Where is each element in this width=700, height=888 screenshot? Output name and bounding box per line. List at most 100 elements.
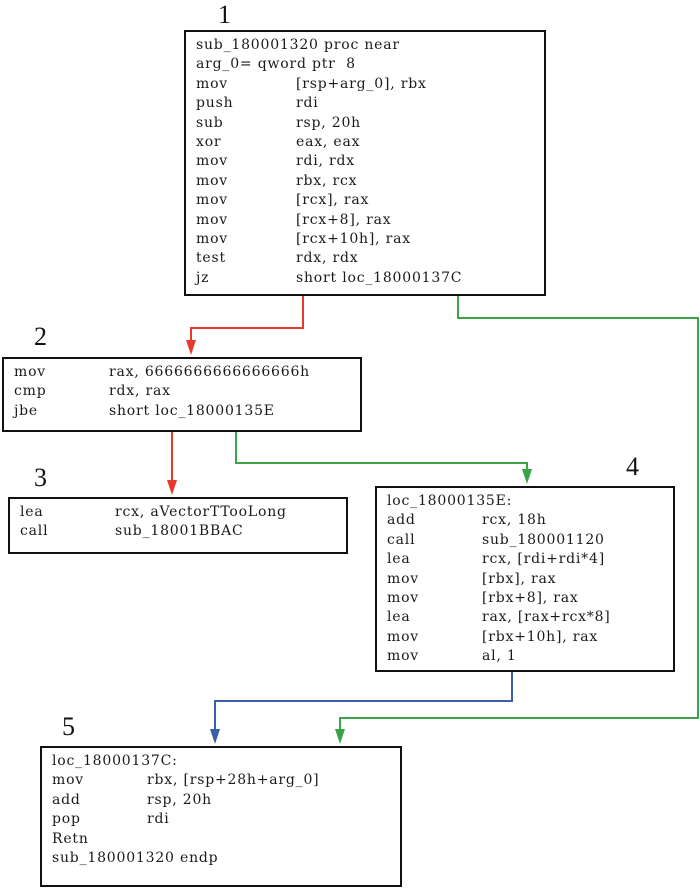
edge-2-to-4 (235, 432, 532, 484)
asm-mnemonic: pop (52, 811, 81, 828)
asm-label-text: loc_18000135E: (387, 493, 513, 509)
asm-label-text: loc_18000137C: (52, 753, 178, 769)
asm-mnemonic: sub (196, 114, 224, 131)
block-number-label: 1 (218, 0, 231, 29)
asm-mnemonic: call (387, 531, 416, 548)
asm-line: push rdi (196, 94, 536, 113)
asm-operands: rbx, rcx (296, 172, 358, 189)
asm-mnemonic: add (387, 512, 416, 529)
code-block-2[interactable]: mov rax, 6666666666666666h cmp rdx, rax jbe s… (2, 357, 362, 432)
asm-mnemonic: mov (387, 589, 420, 606)
asm-mnemonic: call (20, 523, 49, 540)
asm-operands: al, 1 (482, 648, 517, 665)
asm-line: loc_18000135E: (387, 492, 665, 511)
asm-operands: rdi (296, 95, 319, 112)
block-number-label: 5 (62, 712, 75, 741)
edge-line (339, 296, 699, 734)
code-block-1[interactable]: sub_180001320 proc near arg_0= qword ptr … (184, 30, 546, 296)
asm-line: pop rdi (52, 810, 392, 829)
asm-mnemonic: lea (387, 551, 411, 568)
arrowhead-icon (186, 340, 196, 355)
asm-line: sub rsp, 20h (196, 114, 536, 133)
asm-label-text: Retn (52, 830, 89, 847)
edge-4-to-5 (210, 672, 513, 744)
asm-operands: [rbx], rax (482, 570, 557, 587)
asm-mnemonic: lea (20, 504, 44, 520)
asm-line: mov [rbx+8], rax (387, 589, 665, 608)
asm-operands: rcx, [rdi+rdi*4] (482, 551, 605, 568)
asm-mnemonic: mov (196, 211, 229, 228)
asm-operands: rsp, 20h (147, 791, 212, 808)
asm-mnemonic: cmp (14, 383, 47, 400)
asm-operands: rdx, rax (109, 383, 171, 400)
edge-1-to-2 (186, 296, 304, 355)
asm-line: jz short loc_18000137C (196, 269, 536, 288)
code-block-4[interactable]: loc_18000135E:add rcx, 18h call sub_1800011… (375, 486, 675, 672)
asm-operands: rdi, rdx (296, 153, 355, 170)
asm-mnemonic: mov (14, 364, 47, 380)
asm-operands: rcx, 18h (482, 512, 547, 529)
edge-line (235, 432, 528, 474)
asm-mnemonic: mov (196, 192, 229, 209)
asm-line: cmp rdx, rax (14, 382, 352, 401)
asm-operands: short loc_18000135E (109, 402, 275, 419)
asm-mnemonic: jz (196, 269, 210, 286)
asm-line: mov rax, 6666666666666666h (14, 363, 352, 382)
asm-operands: rdi (147, 811, 170, 828)
asm-mnemonic: push (196, 95, 234, 112)
asm-line: mov al, 1 (387, 647, 665, 666)
asm-mnemonic: mov (196, 230, 229, 247)
asm-operands: sub_18001BBAC (115, 523, 244, 540)
asm-mnemonic: mov (387, 628, 420, 645)
asm-operands: rax, [rax+rcx*8] (482, 609, 611, 626)
arrowhead-icon (167, 480, 177, 495)
asm-mnemonic: add (52, 791, 81, 808)
asm-operands: rsp, 20h (296, 114, 361, 131)
asm-line: mov[rsp+arg_0], rbx (196, 75, 536, 94)
asm-line: jbe short loc_18000135E (14, 402, 352, 421)
asm-mnemonic: mov (196, 172, 229, 189)
asm-operands: [rcx+8], rax (296, 211, 392, 228)
asm-label-text: sub_180001320 proc near (196, 37, 400, 53)
edge-line (214, 672, 513, 734)
asm-mnemonic: jbe (14, 402, 38, 419)
asm-line: test rdx, rdx (196, 249, 536, 268)
asm-line: sub_180001320 endp (52, 849, 392, 868)
edge-line (190, 296, 304, 345)
asm-line: mov [rcx+8], rax (196, 211, 536, 230)
asm-operands: [rcx], rax (296, 192, 370, 209)
edge-2-to-3 (167, 432, 177, 495)
block-number-label: 3 (34, 463, 47, 492)
asm-mnemonic: mov (196, 153, 229, 170)
block-number-label: 4 (626, 452, 639, 481)
asm-operands: sub_180001120 (482, 531, 605, 548)
asm-mnemonic: mov (387, 570, 420, 587)
asm-line: mov [rbx], rax (387, 570, 665, 589)
arrowhead-icon (210, 729, 220, 744)
arrowhead-icon (522, 469, 532, 484)
asm-line: mov [rcx+10h], rax (196, 230, 536, 249)
asm-mnemonic: lea (387, 609, 411, 626)
asm-operands: [rbx+10h], rax (482, 628, 599, 645)
asm-mnemonic: mov (387, 648, 420, 665)
asm-mnemonic: mov (52, 772, 85, 789)
arrowhead-icon (335, 729, 345, 744)
asm-line: add rsp, 20h (52, 791, 392, 810)
asm-line: lea rcx, [rdi+rdi*4] (387, 550, 665, 569)
asm-label-text: arg_0= qword ptr 8 (196, 56, 356, 73)
asm-operands: rdx, rdx (296, 250, 359, 267)
asm-operands: [rcx+10h], rax (296, 230, 411, 247)
asm-mnemonic: test (196, 250, 226, 267)
asm-operands: rax, 6666666666666666h (109, 364, 310, 380)
asm-line: Retn (52, 830, 392, 849)
asm-operands: [rbx+8], rax (482, 589, 579, 606)
asm-operands: eax, eax (296, 133, 361, 150)
asm-operands: short loc_18000137C (296, 269, 463, 286)
asm-label-text: sub_180001320 endp (52, 849, 219, 866)
asm-line: call sub_18001BBAC (20, 522, 338, 541)
asm-line: sub_180001320 proc near (196, 36, 536, 55)
